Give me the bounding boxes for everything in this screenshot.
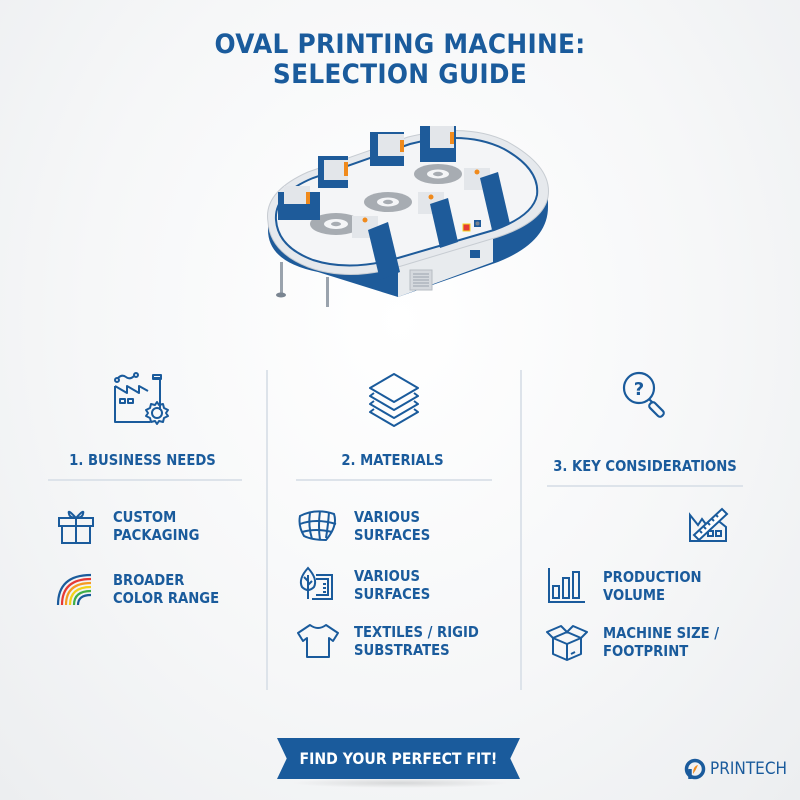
item-label-line-1: BROADER xyxy=(113,571,185,589)
item-label-line-1: MACHINE SIZE / xyxy=(603,624,720,642)
column-rule-2 xyxy=(296,479,492,481)
column-rule-3 xyxy=(547,485,743,487)
item-label-line-1: VARIOUS xyxy=(354,508,421,526)
column-divider-1 xyxy=(266,370,268,690)
page-title: OVAL PRINTING MACHINE: SELECTION GUIDE xyxy=(32,30,768,90)
item-label-line-2: FOOTPRINT xyxy=(603,642,689,660)
leaf-panel-icon xyxy=(299,566,333,600)
list-item-various-surfaces-1: VARIOUS SURFACES xyxy=(296,506,441,546)
tshirt-icon xyxy=(297,624,339,658)
gift-icon xyxy=(58,510,94,544)
item-label-line-2: PACKAGING xyxy=(113,526,200,544)
layers-stack-icon xyxy=(369,373,419,427)
list-item-textiles-rigid-substrates: TEXTILES / RIGID SUBSTRATES xyxy=(296,621,496,661)
svg-text:?: ? xyxy=(634,379,644,400)
factory-ruler-icon xyxy=(689,507,729,542)
list-item-various-surfaces-2: VARIOUS SURFACES xyxy=(296,565,441,605)
bar-chart-icon xyxy=(548,568,585,603)
brand-name: PRINTECH xyxy=(710,759,788,779)
item-label-line-1: PRODUCTION xyxy=(603,568,702,586)
brand-logo: PRINTECH xyxy=(684,758,796,780)
item-label-line-2: SURFACES xyxy=(354,585,431,603)
item-label-line-1: TEXTILES / RIGID xyxy=(354,623,479,641)
item-label-line-1: VARIOUS xyxy=(354,567,421,585)
list-item-custom-packaging: CUSTOM PACKAGING xyxy=(55,506,211,546)
item-label-line-2: SUBSTRATES xyxy=(354,641,450,659)
column-heading-business-needs: 1. BUSINESS NEEDS xyxy=(69,451,216,469)
cta-label: FIND YOUR PERFECT FIT! xyxy=(299,749,498,768)
item-label-line-2: SURFACES xyxy=(354,526,431,544)
open-box-icon xyxy=(546,625,588,661)
title-line-2: SELECTION GUIDE xyxy=(272,59,528,90)
column-divider-2 xyxy=(520,370,522,690)
item-label-line-2: COLOR RANGE xyxy=(113,589,220,607)
list-item-machine-size-footprint: MACHINE SIZE / FOOTPRINT xyxy=(545,622,735,662)
magnifier-question-icon: ? xyxy=(622,371,665,418)
find-your-perfect-fit-button[interactable]: FIND YOUR PERFECT FIT! xyxy=(277,738,520,779)
column-heading-materials: 2. MATERIALS xyxy=(341,451,444,469)
item-label-line-1: CUSTOM xyxy=(113,508,177,526)
cta-ribbon-shadow xyxy=(290,778,510,788)
factory-gear-icon xyxy=(114,372,169,425)
column-rule-1 xyxy=(48,479,242,481)
list-item-broader-color-range: BROADER COLOR RANGE xyxy=(55,569,234,609)
oval-printing-machine-illustration xyxy=(267,126,549,307)
printech-logo-icon xyxy=(684,758,706,780)
rainbow-icon xyxy=(56,573,92,606)
title-line-1: OVAL PRINTING MACHINE: xyxy=(214,29,586,60)
list-item-production-volume: PRODUCTION VOLUME xyxy=(545,566,715,606)
column-heading-key-considerations: 3. KEY CONSIDERATIONS xyxy=(553,457,737,475)
curved-grid-surface-icon xyxy=(298,510,337,542)
item-label-line-2: VOLUME xyxy=(603,586,666,604)
